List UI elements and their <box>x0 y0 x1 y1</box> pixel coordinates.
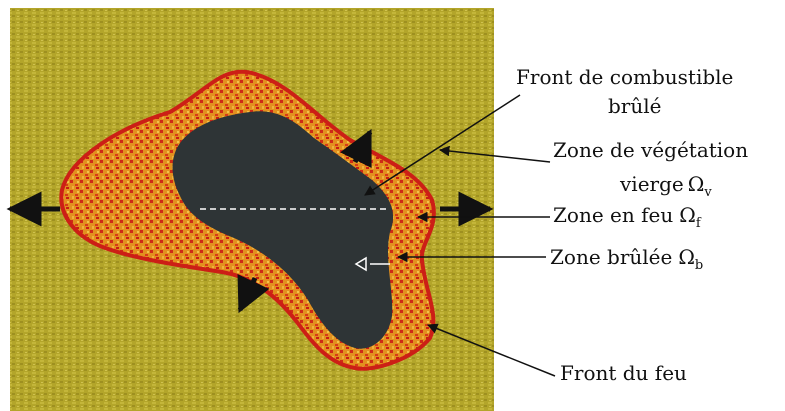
label-front-combustible-line1: Front de combustible <box>516 65 733 89</box>
label-zone-vegetation-line1: Zone de végétation <box>553 138 748 162</box>
label-front-feu: Front du feu <box>560 361 687 385</box>
label-front-combustible-line2: brûlé <box>608 94 661 118</box>
